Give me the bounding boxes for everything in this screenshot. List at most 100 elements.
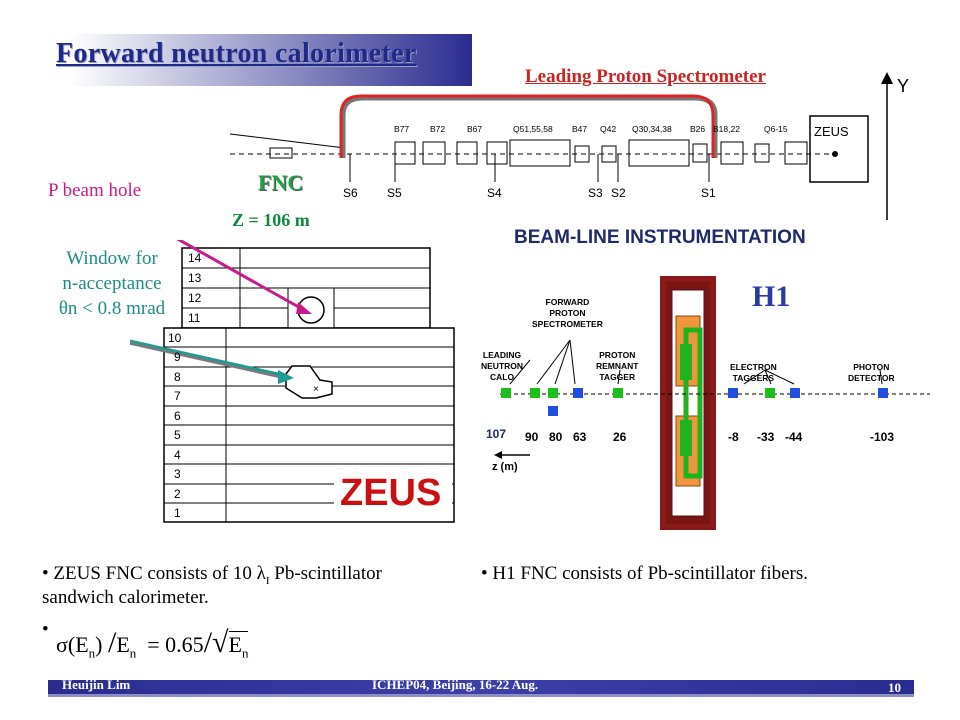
h1-z-neg33: -33 — [757, 430, 775, 444]
station-s3: S3 — [588, 186, 603, 200]
calo-row-9: 9 — [174, 350, 181, 364]
calo-row-10: 10 — [168, 331, 182, 345]
formula-sub2: n — [129, 645, 137, 661]
magnet-b18: B18,22 — [713, 124, 740, 134]
formula-e2: E — [116, 632, 130, 657]
h1-z-80: 80 — [549, 430, 563, 444]
y-axis-label: Y — [897, 76, 910, 96]
h1-z-90: 90 — [525, 430, 539, 444]
station-s1: S1 — [701, 186, 716, 200]
footer-bar — [48, 680, 914, 697]
window-label: Window for n-acceptance θn < 0.8 mrad — [24, 246, 200, 321]
p-beam-hole-label: P beam hole — [48, 180, 142, 201]
formula-sub1: n — [88, 645, 96, 661]
lnc-line-2: NEUTRON — [481, 361, 524, 371]
h1-z-63: 63 — [573, 430, 587, 444]
station-s4: S4 — [487, 186, 502, 200]
h1-et-label: ELECTRON TAGGERS — [730, 362, 777, 384]
fnc-calorimeter-drawing: × — [130, 240, 455, 523]
h1-z-axis-label: z (m) — [492, 461, 518, 473]
zeus-box-label: ZEUS — [814, 124, 849, 139]
fps-line-2: PROTON — [549, 308, 586, 318]
magnet-q51: Q51,55,58 — [513, 124, 553, 134]
lnc-line-3: CALO — [489, 372, 515, 382]
bullet-zeus: • ZEUS FNC consists of 10 λI Pb-scintill… — [42, 563, 482, 609]
formula-sub3: n — [241, 645, 249, 661]
et-line-1: ELECTRON — [730, 362, 777, 372]
fps-line-1: FORWARD — [545, 297, 590, 307]
station-s5: S5 — [387, 186, 402, 200]
beamline-caption: BEAM-LINE INSTRUMENTATION — [514, 227, 806, 248]
prt-line-2: REMNANT — [596, 361, 639, 371]
magnet-b26: B26 — [690, 124, 706, 134]
svg-text:×: × — [313, 384, 319, 395]
calo-row-13: 13 — [188, 271, 202, 285]
resolution-formula: σ(En) /En = 0.65/√En — [56, 626, 249, 661]
window-line-1: Window for — [66, 248, 158, 269]
zeus-text-1: ZEUS FNC consists of 10 — [53, 563, 252, 584]
station-s2: S2 — [611, 186, 626, 200]
fnc-label: FNC — [258, 170, 304, 195]
calo-row-3: 3 — [174, 467, 181, 481]
h1-forward-diagram — [494, 276, 930, 530]
formula-radicand: En — [228, 631, 249, 661]
window-line-3: θn < 0.8 mrad — [58, 298, 166, 319]
lambda-subscript: I — [265, 574, 270, 587]
h1-label: H1 — [752, 280, 791, 313]
h1-z-107: 107 — [486, 427, 507, 441]
fps-line-3: SPECTROMETER — [532, 319, 603, 329]
sqrt-sign: √ — [212, 626, 229, 659]
calo-row-11: 11 — [188, 311, 201, 325]
magnet-b77: B77 — [394, 124, 410, 134]
calo-row-1: 1 — [174, 506, 181, 520]
formula-e3: E — [228, 632, 242, 657]
calo-row-2: 2 — [174, 487, 181, 501]
magnet-b72: B72 — [430, 124, 446, 134]
magnet-b47: B47 — [572, 124, 588, 134]
lambda-symbol: λ — [256, 563, 266, 584]
h1-z-neg44: -44 — [785, 430, 803, 444]
formula-e1: E — [75, 632, 89, 657]
calo-row-8: 8 — [174, 370, 181, 384]
calo-row-4: 4 — [174, 448, 181, 462]
formula-sigma: σ — [56, 632, 68, 657]
h1-z-26: 26 — [613, 430, 627, 444]
footer-author: Heuijin Lim — [62, 677, 131, 692]
calo-row-14: 14 — [188, 251, 202, 265]
zeus-big-label: ZEUS — [340, 472, 442, 514]
calo-row-7: 7 — [174, 389, 181, 403]
et-line-2: TAGGERS — [732, 373, 775, 383]
h1-prt-label: PROTON REMNANT TAGGER — [596, 350, 639, 383]
h1-bullet-text: H1 FNC consists of Pb-scintillator fiber… — [492, 563, 809, 584]
magnet-q30: Q30,34,38 — [632, 124, 672, 134]
slide-title: Forward neutron calorimeter — [56, 38, 417, 69]
bullet-dot: • — [481, 563, 493, 584]
z-position-label: Z = 106 m — [232, 210, 310, 230]
bullet-dot: • — [42, 563, 54, 584]
station-s6: S6 — [343, 186, 358, 200]
prt-line-1: PROTON — [599, 350, 636, 360]
h1-pd-label: PHOTON DETECTOR — [848, 362, 895, 384]
h1-z-neg103: -103 — [870, 430, 895, 444]
window-line-2: n-acceptance — [62, 273, 162, 294]
magnet-b67: B67 — [467, 124, 483, 134]
bullet-formula-dot: • — [42, 619, 49, 640]
pd-line-2: DETECTOR — [848, 373, 895, 383]
magnet-q42: Q42 — [600, 124, 617, 134]
pd-line-1: PHOTON — [853, 362, 890, 372]
formula-slash-2: / — [203, 626, 213, 659]
magnet-q6: Q6-15 — [764, 124, 788, 134]
prt-line-3: TAGGER — [599, 372, 636, 382]
calo-row-12: 12 — [188, 291, 202, 305]
title-banner — [44, 34, 472, 86]
calo-row-6: 6 — [174, 409, 181, 423]
footer-conference: ICHEP04, Beijing, 16-22 Aug. — [372, 677, 539, 692]
footer-page-number: 10 — [888, 680, 901, 695]
h1-z-neg8: -8 — [728, 430, 739, 444]
zeus-text-2: Pb-scintillator — [274, 563, 382, 584]
beamline-diagram — [229, 72, 893, 220]
zeus-text-3: sandwich calorimeter. — [42, 586, 209, 608]
h1-fps-label: FORWARD PROTON SPECTROMETER — [532, 297, 603, 330]
formula-value: = 0.65 — [147, 632, 204, 657]
lnc-line-1: LEADING — [482, 350, 522, 360]
